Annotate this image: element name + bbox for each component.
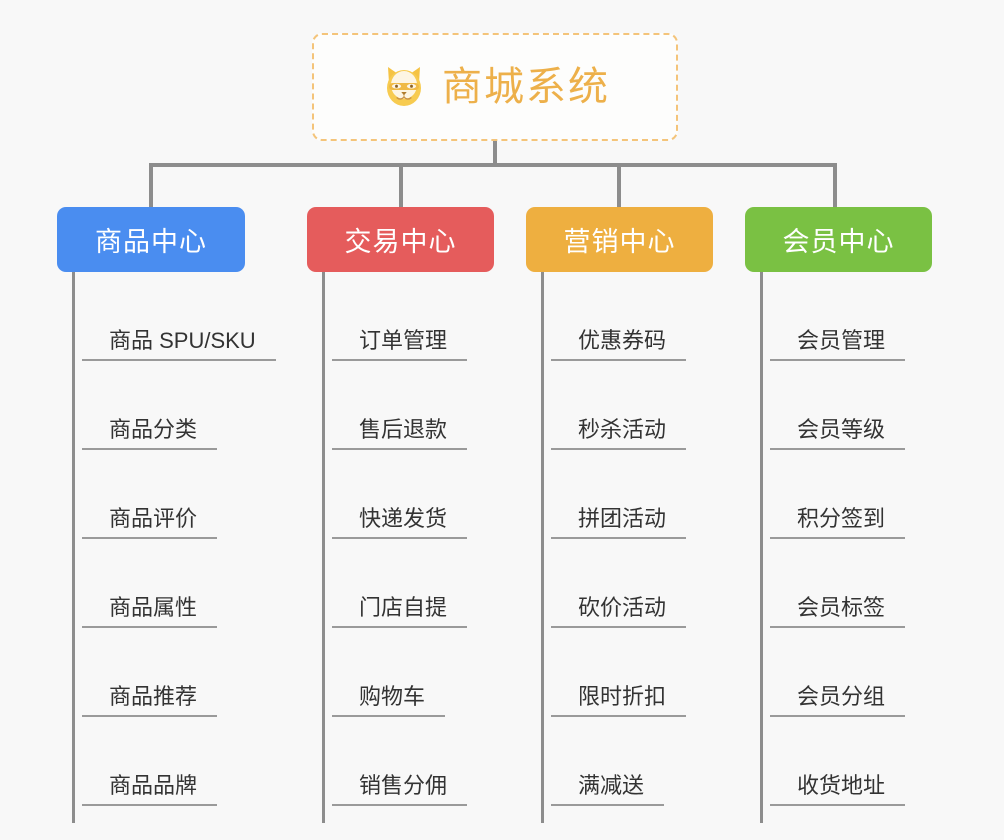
list-item[interactable]: 商品分类 bbox=[72, 361, 302, 450]
list-item[interactable]: 商品 SPU/SKU bbox=[72, 272, 302, 361]
list-item[interactable]: 商品推荐 bbox=[72, 628, 302, 717]
leaf-label: 会员分组 bbox=[770, 684, 906, 717]
leaf-column-member: 会员管理 会员等级 积分签到 会员标签 会员分组 收货地址 bbox=[760, 272, 990, 823]
leaf-label: 商品 SPU/SKU bbox=[82, 328, 276, 361]
connector-horizontal-bus bbox=[149, 163, 837, 167]
leaf-label: 拼团活动 bbox=[551, 506, 687, 539]
leaf-label: 会员等级 bbox=[770, 417, 906, 450]
leaf-label: 商品推荐 bbox=[82, 684, 218, 717]
list-item[interactable]: 会员标签 bbox=[760, 539, 990, 628]
category-header-marketing[interactable]: 营销中心 bbox=[526, 207, 713, 272]
leaf-column-marketing: 优惠券码 秒杀活动 拼团活动 砍价活动 限时折扣 满减送 bbox=[541, 272, 771, 823]
leaf-label: 砍价活动 bbox=[551, 595, 687, 628]
list-item[interactable]: 满减送 bbox=[541, 717, 771, 806]
leaf-label: 满减送 bbox=[551, 773, 665, 806]
list-item[interactable]: 销售分佣 bbox=[322, 717, 552, 806]
category-header-member[interactable]: 会员中心 bbox=[745, 207, 932, 272]
list-item[interactable]: 限时折扣 bbox=[541, 628, 771, 717]
list-item[interactable]: 订单管理 bbox=[322, 272, 552, 361]
column-spine bbox=[72, 272, 75, 823]
leaf-label: 购物车 bbox=[332, 684, 446, 717]
list-item[interactable]: 秒杀活动 bbox=[541, 361, 771, 450]
leaf-label: 会员标签 bbox=[770, 595, 906, 628]
list-item[interactable]: 优惠券码 bbox=[541, 272, 771, 361]
category-header-label: 会员中心 bbox=[782, 227, 895, 257]
connector-drop-member bbox=[833, 163, 837, 209]
list-item[interactable]: 快递发货 bbox=[322, 450, 552, 539]
leaf-label: 限时折扣 bbox=[551, 684, 687, 717]
leaf-label: 商品属性 bbox=[82, 595, 218, 628]
root-title: 商城系统 bbox=[442, 65, 610, 109]
column-spine bbox=[760, 272, 763, 823]
leaf-column-product: 商品 SPU/SKU 商品分类 商品评价 商品属性 商品推荐 商品品牌 bbox=[72, 272, 302, 823]
list-item[interactable]: 会员管理 bbox=[760, 272, 990, 361]
list-item[interactable]: 拼团活动 bbox=[541, 450, 771, 539]
leaf-label: 收货地址 bbox=[770, 773, 906, 806]
list-item[interactable]: 会员等级 bbox=[760, 361, 990, 450]
leaf-label: 会员管理 bbox=[770, 328, 906, 361]
leaf-label: 售后退款 bbox=[332, 417, 468, 450]
connector-drop-marketing bbox=[617, 163, 621, 209]
leaf-label: 门店自提 bbox=[332, 595, 468, 628]
leaf-label: 商品评价 bbox=[82, 506, 218, 539]
category-header-label: 交易中心 bbox=[344, 227, 457, 257]
leaf-label: 订单管理 bbox=[332, 328, 468, 361]
leaf-column-trade: 订单管理 售后退款 快递发货 门店自提 购物车 销售分佣 bbox=[322, 272, 552, 823]
connector-drop-product bbox=[149, 163, 153, 209]
column-spine bbox=[541, 272, 544, 823]
list-item[interactable]: 购物车 bbox=[322, 628, 552, 717]
list-item[interactable]: 积分签到 bbox=[760, 450, 990, 539]
list-item[interactable]: 商品属性 bbox=[72, 539, 302, 628]
list-item[interactable]: 砍价活动 bbox=[541, 539, 771, 628]
column-spine bbox=[322, 272, 325, 823]
connector-root-stem bbox=[493, 141, 497, 165]
leaf-label: 商品分类 bbox=[82, 417, 218, 450]
list-item[interactable]: 门店自提 bbox=[322, 539, 552, 628]
list-item[interactable]: 商品品牌 bbox=[72, 717, 302, 806]
list-item[interactable]: 会员分组 bbox=[760, 628, 990, 717]
leaf-label: 优惠券码 bbox=[551, 328, 687, 361]
list-item[interactable]: 售后退款 bbox=[322, 361, 552, 450]
category-header-label: 商品中心 bbox=[95, 227, 207, 257]
leaf-label: 快递发货 bbox=[332, 506, 468, 539]
leaf-label: 积分签到 bbox=[770, 506, 906, 539]
category-header-product[interactable]: 商品中心 bbox=[57, 207, 245, 272]
root-node-card[interactable]: 商城系统 bbox=[312, 33, 678, 141]
leaf-label: 商品品牌 bbox=[82, 773, 218, 806]
category-header-trade[interactable]: 交易中心 bbox=[307, 207, 494, 272]
shiba-dog-face-icon bbox=[380, 63, 428, 111]
list-item[interactable]: 商品评价 bbox=[72, 450, 302, 539]
category-header-label: 营销中心 bbox=[563, 227, 676, 257]
leaf-label: 销售分佣 bbox=[332, 773, 468, 806]
leaf-label: 秒杀活动 bbox=[551, 417, 687, 450]
list-item[interactable]: 收货地址 bbox=[760, 717, 990, 806]
connector-drop-trade bbox=[399, 163, 403, 209]
